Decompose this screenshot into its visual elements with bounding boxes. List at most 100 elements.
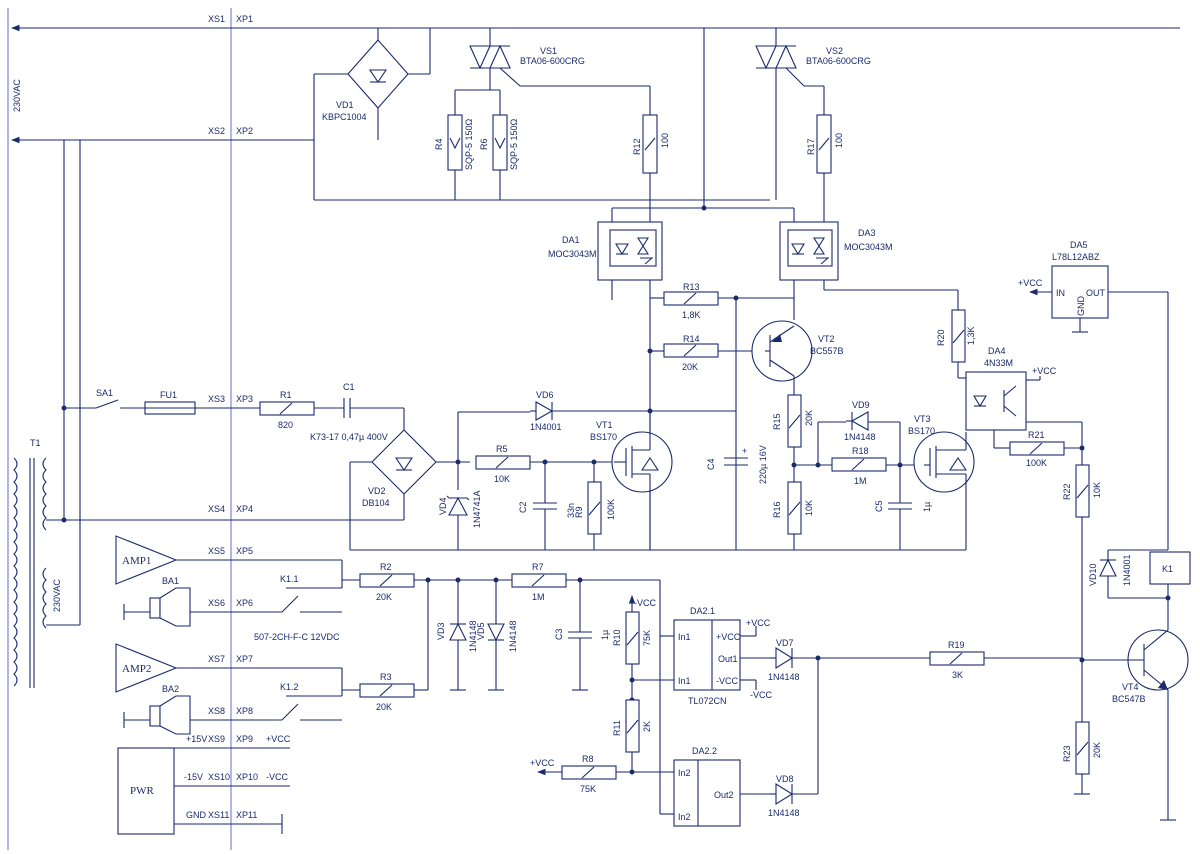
vd5-ref: VD5 [476, 622, 486, 640]
vd2-part: DB104 [362, 498, 390, 508]
da21-out1: Out1 [718, 654, 738, 664]
r17-ref: R17 [806, 138, 816, 155]
xp9-net: +VCC [266, 734, 291, 744]
r2-resistor: R2 20K [359, 562, 415, 602]
da21-vccp: +VCC [716, 632, 741, 642]
svg-text:+: + [742, 446, 747, 456]
vd7-diode: VD7 1N4148 [768, 638, 800, 682]
r8-vcc: +VCC [530, 758, 555, 768]
vd9-diode: VD9 1N4148 [844, 400, 876, 442]
vd7-ref: VD7 [776, 638, 794, 648]
xp9-label: XP9 [236, 734, 253, 744]
vt2-ref: VT2 [818, 334, 835, 344]
c5-ref: C5 [874, 500, 884, 512]
vd1-ref: VD1 [336, 100, 354, 110]
c2-value: 33n [566, 503, 576, 518]
r19-resistor: R19 3K [929, 640, 985, 680]
ba1-ref: BA1 [162, 576, 179, 586]
r4-ref: R4 [434, 138, 444, 150]
r5-resistor: R5 10K [475, 444, 531, 484]
c3-ref: C3 [554, 628, 564, 640]
r17-value: 100 [834, 133, 844, 148]
r1-value: 820 [278, 420, 293, 430]
ba2-ref: BA2 [162, 684, 179, 694]
amp2-source: AMP2 [115, 643, 342, 693]
r11-value: 2K [642, 721, 652, 732]
xp10-label: XP10 [236, 772, 258, 782]
t1-transformer: T1 230VAC [13, 438, 80, 688]
c2-capacitor: C2 33n [518, 462, 576, 550]
r21-value: 100K [1026, 458, 1047, 468]
vd2-ref: VD2 [368, 486, 386, 496]
xs11-prefix: GND [186, 810, 207, 820]
r8-ref: R8 [582, 754, 594, 764]
vs2-triac: VS2 BTA06-600CRG [755, 28, 871, 200]
r22-ref: R22 [1062, 483, 1072, 500]
mains-input: 230VAC XS1 XP1 XS2 XP2 [10, 14, 430, 144]
xs7-label: XS7 [208, 654, 225, 664]
amp1-label: AMP1 [122, 555, 151, 567]
vt1-part: BS170 [590, 432, 617, 442]
r23-resistor: R23 20K [1062, 721, 1102, 795]
da5-gnd-pin: GND [1076, 296, 1086, 317]
vs1-triac: VS1 BTA06-600CRG [469, 28, 650, 87]
r16-resistor: R16 10K [772, 481, 814, 550]
da3-ref: DA3 [858, 228, 876, 238]
r7-ref: R7 [532, 562, 544, 572]
da5-part: L78L12ABZ [1052, 252, 1100, 262]
r12-ref: R12 [632, 138, 642, 155]
vd8-ref: VD8 [776, 774, 794, 784]
r10-ref: R10 [612, 629, 622, 646]
r7-resistor: R7 1M [511, 562, 567, 602]
amp2-label: AMP2 [122, 663, 151, 675]
r5-ref: R5 [496, 444, 508, 454]
xp10-net: -VCC [266, 772, 288, 782]
xp3-label: XP3 [236, 394, 253, 404]
da22-in2p: In2 [678, 768, 691, 778]
c3-value: 1µ [600, 630, 610, 640]
xp8-label: XP8 [236, 706, 253, 716]
r22-resistor: R22 10K [1062, 464, 1102, 722]
r18-resistor: R18 1M [831, 446, 887, 486]
vs2-part: BTA06-600CRG [806, 56, 871, 66]
ba2-speaker: BA2 [123, 684, 282, 735]
vt3-ref: VT3 [914, 414, 931, 424]
r12-resistor: R12 100 [632, 86, 670, 222]
vd6-diode: VD6 1N4001 [530, 390, 562, 432]
vt2-part: BC557B [810, 346, 844, 356]
r3-ref: R3 [380, 672, 392, 682]
da5-out-pin: OUT [1086, 288, 1106, 298]
da1-optotriac: DA1 MOC3043M [548, 221, 663, 300]
r11-ref: R11 [612, 720, 622, 736]
k1-ref: K1 [1162, 564, 1173, 574]
r3-resistor: R3 20K [359, 672, 415, 712]
vd3-diode: VD3 1N4148 [436, 580, 478, 691]
sa1-ref: SA1 [96, 388, 113, 398]
r19-ref: R19 [948, 640, 965, 650]
xp11-label: XP11 [236, 810, 257, 820]
r22-value: 10K [1092, 482, 1102, 498]
xp7-label: XP7 [236, 654, 253, 664]
r8-resistor: R8 75K [561, 754, 617, 794]
r9-value: 100K [606, 499, 616, 520]
r12-value: 100 [660, 133, 670, 148]
r20-resistor: R20 1,3K [936, 290, 976, 378]
vd3-part: 1N4148 [468, 620, 478, 652]
r7-value: 1M [532, 592, 545, 602]
c4-capacitor: + C4 220µ 16V [706, 445, 768, 484]
c1-ref: C1 [343, 382, 355, 392]
vd4-zener: VD4 1N4741A [438, 490, 482, 550]
r18-value: 1M [854, 476, 867, 486]
pwr-supply: PWR [117, 747, 290, 835]
vt4-ref: VT4 [1122, 682, 1139, 692]
xp1-label: XP1 [236, 14, 253, 24]
r15-ref: R15 [772, 413, 782, 430]
vd10-part: 1N4001 [1122, 554, 1132, 586]
c1-capacitor: C1 K73-17 0,47µ 400V [310, 382, 388, 442]
r8-value: 75K [580, 784, 596, 794]
xs9-label: XS9 [208, 734, 225, 744]
c5-capacitor: C5 1µ [874, 465, 932, 550]
r14-resistor: R14 20K [663, 334, 719, 372]
r10-value: 75K [642, 630, 652, 646]
vd6-ref: VD6 [536, 390, 554, 400]
